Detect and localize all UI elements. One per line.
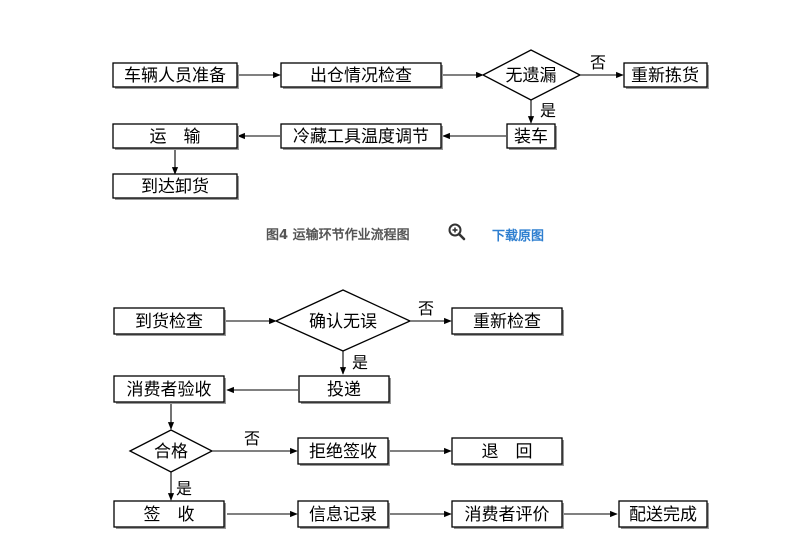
- node-consumer-inspect: 消费者验收: [113, 375, 226, 404]
- svg-text:投递: 投递: [327, 380, 361, 400]
- svg-text:签 收: 签 收: [144, 505, 195, 525]
- node-outbound-check: 出仓情况检查: [280, 62, 443, 89]
- svg-text:出仓情况检查: 出仓情况检查: [310, 66, 412, 86]
- svg-text:信息记录: 信息记录: [309, 505, 377, 525]
- node-cold-storage-temp: 冷藏工具温度调节: [280, 123, 443, 150]
- download-original-link[interactable]: 下载原图: [492, 229, 545, 244]
- node-arrive-unload: 到达卸货: [112, 173, 239, 200]
- svg-text:重新拣货: 重新拣货: [631, 66, 699, 86]
- node-transport: 运 输: [112, 123, 239, 150]
- svg-text:运 输: 运 输: [150, 127, 201, 147]
- node-vehicle-staff-prep: 车辆人员准备: [112, 62, 239, 89]
- svg-text:退 回: 退 回: [482, 442, 533, 462]
- node-arrival-check: 到货检查: [113, 307, 226, 336]
- node-sign: 签 收: [113, 500, 226, 529]
- svg-text:重新检查: 重新检查: [473, 312, 541, 332]
- node-info-record: 信息记录: [297, 500, 390, 529]
- svg-text:冷藏工具温度调节: 冷藏工具温度调节: [293, 127, 429, 147]
- node-delivery: 投递: [298, 375, 391, 404]
- node-recheck: 重新检查: [451, 307, 564, 336]
- svg-text:拒绝签收: 拒绝签收: [309, 442, 377, 462]
- node-loading: 装车: [506, 123, 557, 150]
- label-yes: 是: [352, 353, 368, 372]
- transport-flowchart: 否 是 车辆人员准备 出仓情况检查 无遗漏 重新拣货 装车: [112, 49, 709, 200]
- node-refuse-sign: 拒绝签收: [297, 437, 390, 466]
- node-repick-goods: 重新拣货: [623, 62, 709, 89]
- zoom-in-icon[interactable]: [447, 222, 467, 242]
- svg-text:确认无误: 确认无误: [309, 312, 377, 332]
- svg-text:装车: 装车: [514, 127, 548, 147]
- label-no: 否: [244, 429, 260, 448]
- label-yes: 是: [540, 101, 556, 120]
- svg-text:合格: 合格: [154, 442, 188, 462]
- svg-text:消费者验收: 消费者验收: [127, 380, 212, 400]
- svg-text:到达卸货: 到达卸货: [141, 177, 209, 197]
- node-qualified-decision: 合格: [128, 429, 214, 473]
- node-confirm-no-error-decision: 确认无误: [274, 289, 412, 352]
- node-delivery-complete: 配送完成: [618, 500, 709, 529]
- node-nothing-missing-decision: 无遗漏: [481, 49, 582, 101]
- node-consumer-review: 消费者评价: [451, 500, 564, 529]
- delivery-flowchart: 否 是 否 是 到货检查 确认无误 重新检查 投递 消费者验收: [113, 289, 709, 529]
- figure-caption: 图4 运输环节作业流程图: [266, 228, 410, 243]
- svg-text:消费者评价: 消费者评价: [465, 505, 550, 525]
- svg-text:配送完成: 配送完成: [629, 505, 697, 525]
- svg-text:车辆人员准备: 车辆人员准备: [124, 66, 226, 86]
- label-yes: 是: [176, 479, 192, 498]
- node-return: 退 回: [451, 437, 564, 466]
- label-no: 否: [418, 299, 434, 318]
- svg-text:到货检查: 到货检查: [135, 312, 203, 332]
- svg-text:无遗漏: 无遗漏: [506, 66, 557, 86]
- label-no: 否: [590, 53, 606, 72]
